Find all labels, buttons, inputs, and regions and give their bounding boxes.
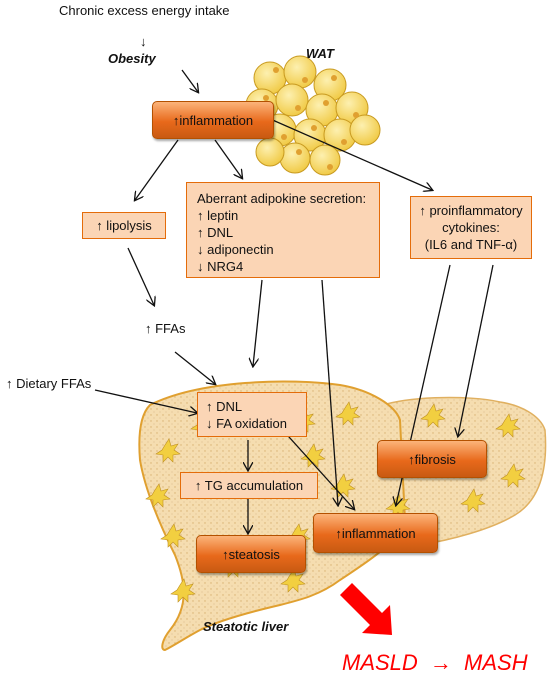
ffas-label: ↑ FFAs: [145, 321, 186, 336]
tg-accumulation-label: ↑ TG accumulation: [194, 478, 304, 493]
adipokine-item: ↑ leptin: [197, 208, 239, 223]
cytokines-line: (IL6 and TNF-α): [424, 237, 518, 252]
cytokines-line: ↑ proinflammatory: [419, 203, 523, 218]
outcome-arrow: →: [429, 650, 452, 675]
dnl-line: ↑ DNL: [206, 399, 243, 414]
mash-label: MASH: [464, 650, 528, 675]
wat-inflammation-box: ↑inflammation: [152, 101, 274, 139]
wat-label: WAT: [306, 46, 334, 61]
steatotic-liver-label: Steatotic liver: [203, 619, 289, 634]
lipolysis-label: ↑ lipolysis: [96, 218, 152, 233]
dnl-box: ↑ DNL ↓ FA oxidation: [197, 392, 307, 437]
adipokine-item: ↓ NRG4: [197, 259, 244, 274]
adipokine-item: ↑ DNL: [197, 225, 234, 240]
wat-nuclei: [263, 67, 359, 170]
red-arrow-icon: [340, 583, 392, 635]
adipokine-title: Aberrant adipokine secretion:: [197, 191, 367, 206]
adipokine-item: ↓ adiponectin: [197, 242, 274, 257]
outcome-label: MASLD → MASH: [342, 650, 528, 676]
adipokine-box: Aberrant adipokine secretion: ↑ leptin ↑…: [186, 182, 380, 278]
tg-accumulation-box: ↑ TG accumulation: [180, 472, 318, 499]
liver-inflammation-box: ↑inflammation: [313, 513, 438, 553]
down-arrow-text: ↓: [140, 34, 147, 49]
lipolysis-box: ↑ lipolysis: [82, 212, 166, 239]
cytokines-line: cytokines:: [442, 220, 500, 235]
masld-label: MASLD: [342, 650, 418, 675]
obesity-label: Obesity: [108, 51, 156, 66]
dietary-ffas-label: ↑ Dietary FFAs: [6, 376, 92, 391]
dnl-line: ↓ FA oxidation: [206, 416, 287, 431]
fibrosis-box: ↑fibrosis: [377, 440, 487, 478]
top-text: Chronic excess energy intake: [59, 3, 230, 18]
cytokines-box: ↑ proinflammatory cytokines: (IL6 and TN…: [410, 196, 532, 259]
steatosis-box: ↑steatosis: [196, 535, 306, 573]
